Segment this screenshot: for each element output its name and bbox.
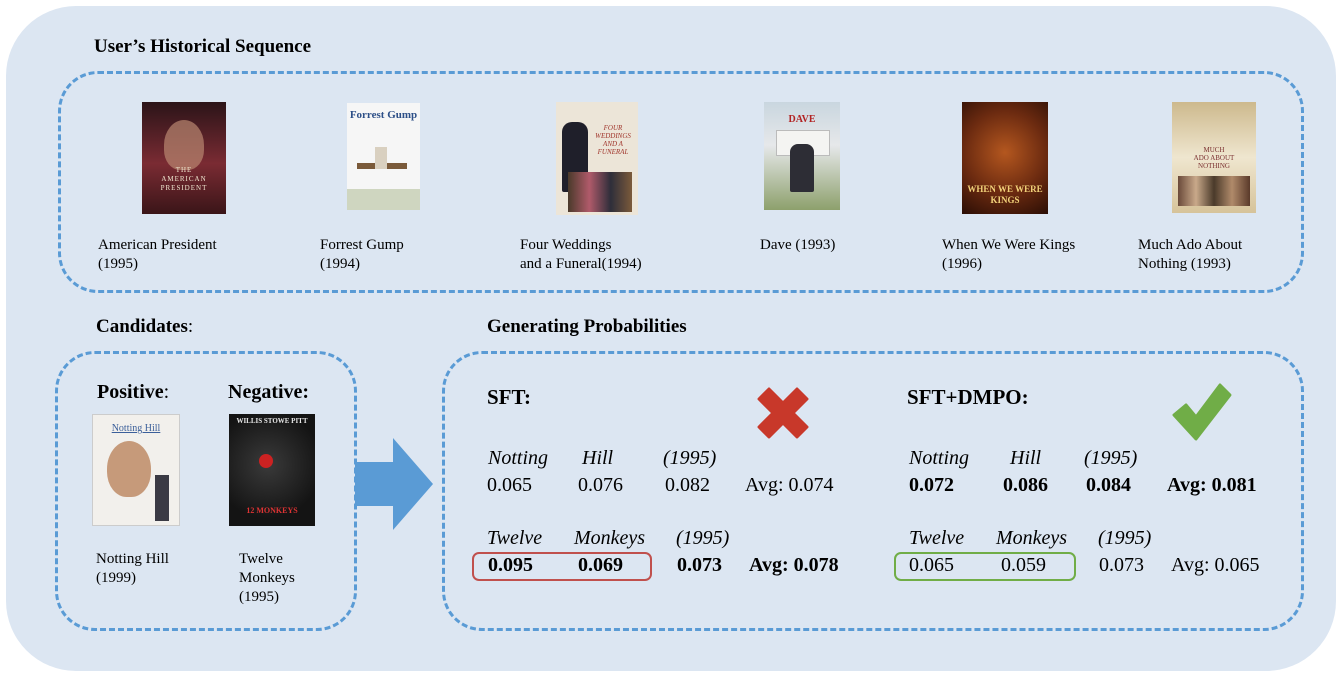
poster-notting-hill: Notting Hill [92,414,180,526]
poster-dave: DAVE [764,102,840,210]
check-icon [1172,383,1232,441]
dmpo-row2-token: (1995) [1098,527,1152,549]
dmpo-row2-value: 0.065 [909,554,954,576]
cross-icon [757,387,809,439]
dmpo-row2-value: 0.073 [1099,554,1144,576]
sft-row2-value: 0.069 [578,554,623,576]
probabilities-box [442,351,1304,631]
sft-row1-value: 0.065 [487,474,532,496]
sft-row2-value: 0.095 [488,554,533,576]
history-box [58,71,1304,293]
sft-row2-avg: Avg: 0.078 [749,554,839,576]
dmpo-row2-token: Twelve [909,527,965,549]
caption-dave: Dave (1993) [760,237,836,253]
poster-american-president: THE AMERICAN PRESIDENT [142,102,226,214]
sft-row1-avg: Avg: 0.074 [745,474,834,496]
sft-label: SFT: [487,385,531,409]
sft-highlight-box [472,552,652,581]
poster-forrest-gump: Forrest Gump [347,103,420,210]
sft-row2-token: Twelve [487,527,543,549]
dmpo-row2-token: Monkeys [996,527,1068,549]
poster-when-we-were-kings: WHEN WE WERE KINGS [962,102,1048,214]
dmpo-row1-token: Hill [1010,447,1042,469]
sft-row1-value: 0.076 [578,474,623,496]
probabilities-title: Generating Probabilities [487,316,687,337]
dmpo-row2-avg: Avg: 0.065 [1171,554,1260,576]
poster-much-ado: MUCH ADO ABOUT NOTHING [1172,102,1256,213]
background-panel [6,6,1336,671]
caption-american-president: American President (1995) [98,237,217,272]
sft-row1-value: 0.082 [665,474,710,496]
poster-four-weddings: FOUR WEDDINGS AND A FUNERAL [556,102,638,215]
sft-row2-value: 0.073 [677,554,722,576]
dmpo-row1-token: (1995) [1084,447,1138,469]
history-title: User’s Historical Sequence [94,36,312,57]
candidates-title: Candidates: [96,316,194,337]
sft-row2-token: Monkeys [574,527,646,549]
caption-when-we-were-kings: When We Were Kings (1996) [942,237,1076,272]
dmpo-row1-value: 0.086 [1003,474,1048,496]
negative-label: Negative: [228,381,310,403]
dmpo-highlight-box [894,552,1076,581]
sft-row1-token: Notting [488,447,549,469]
caption-forrest-gump: Forrest Gump (1994) [320,237,404,272]
caption-much-ado: Much Ado About Nothing (1993) [1138,237,1243,272]
positive-label: Positive: [97,381,170,403]
dmpo-row1-value: 0.072 [909,474,954,496]
sft-row1-token: Hill [582,447,614,469]
arrow-right-icon [355,438,433,530]
dmpo-row1-token: Notting [909,447,970,469]
dmpo-row1-avg: Avg: 0.081 [1167,474,1257,496]
dmpo-row1-value: 0.084 [1086,474,1131,496]
dmpo-row2-value: 0.059 [1001,554,1046,576]
poster-twelve-monkeys: WILLIS STOWE PITT 12 MONKEYS [229,414,315,526]
sft-row2-token: (1995) [676,527,730,549]
caption-notting-hill: Notting Hill (1999) [96,551,169,586]
sft-row1-token: (1995) [663,447,717,469]
dmpo-label: SFT+DMPO: [907,385,1029,409]
caption-four-weddings: Four Weddings and a Funeral(1994) [520,237,642,272]
caption-twelve-monkeys: Twelve Monkeys (1995) [239,551,295,605]
